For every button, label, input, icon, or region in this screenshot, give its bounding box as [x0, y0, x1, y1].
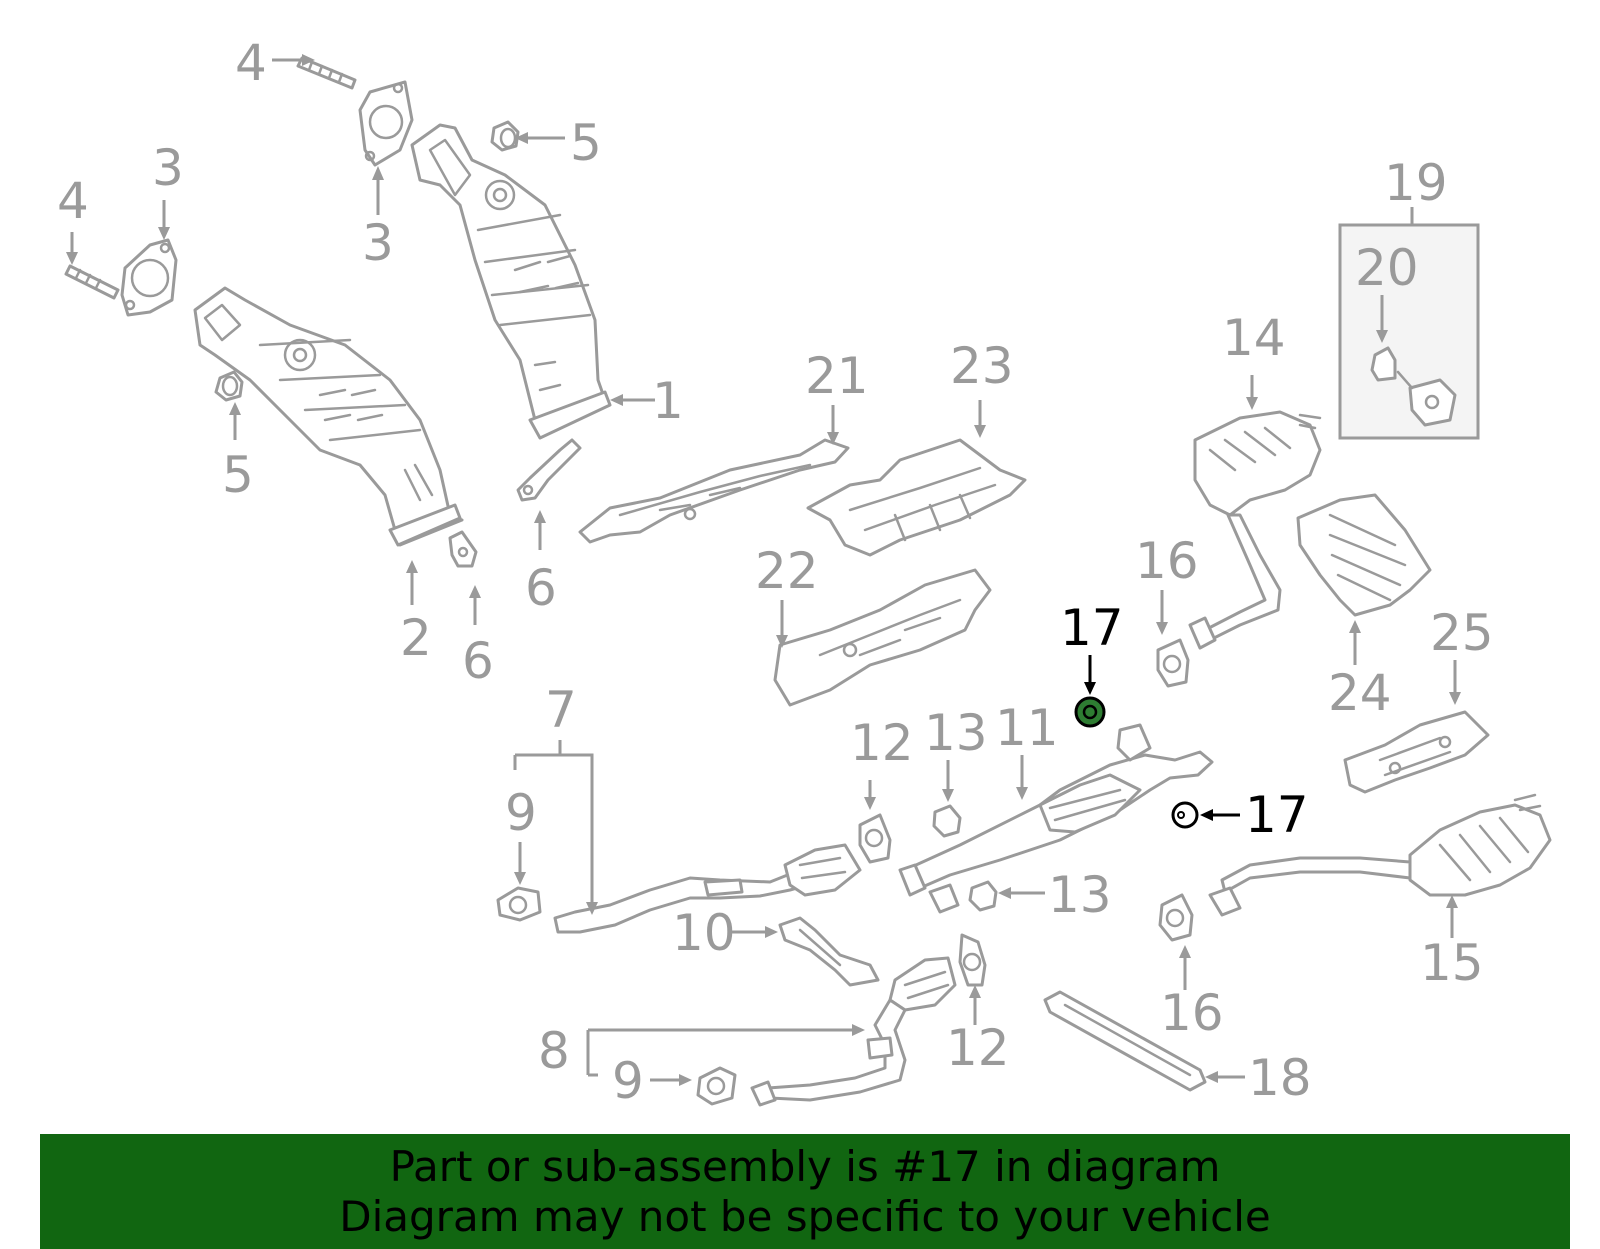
callout-13-upper: 13 [924, 704, 988, 762]
part-heat-shield-25 [1343, 710, 1490, 794]
callout-5-upper: 5 [570, 114, 602, 172]
callout-18: 18 [1248, 1049, 1312, 1107]
part-gasket-3-upper [358, 80, 414, 167]
banner-line-disclaimer: Diagram may not be specific to your vehi… [339, 1191, 1271, 1241]
part-catalytic-converter-2 [193, 286, 464, 547]
callout-2: 2 [400, 609, 432, 667]
leader-lines [66, 54, 1461, 1086]
part-heat-shield-22 [773, 568, 992, 707]
callout-10: 10 [672, 904, 736, 962]
part-bracket-18 [1043, 990, 1207, 1092]
info-banner: Part or sub-assembly is #17 in diagram D… [40, 1134, 1570, 1249]
callout-8: 8 [538, 1022, 570, 1080]
callout-5-left: 5 [222, 446, 254, 504]
callout-14: 14 [1222, 309, 1286, 367]
callout-12-lower: 12 [946, 1019, 1010, 1077]
callout-25: 25 [1430, 604, 1494, 662]
part-catalytic-converter-1 [410, 123, 612, 440]
callout-17-right: 17 [1245, 786, 1309, 844]
part-stud-4-left [64, 264, 120, 300]
callout-7: 7 [545, 681, 577, 739]
part-gasket-12-upper [858, 813, 892, 864]
callout-13-lower: 13 [1048, 866, 1112, 924]
callout-3-left: 3 [152, 139, 184, 197]
part-heat-shield-21 [578, 438, 850, 544]
banner-line-part: Part or sub-assembly is #17 in diagram [389, 1141, 1221, 1191]
callout-11: 11 [995, 699, 1059, 757]
part-insulator-17-highlighted [1074, 696, 1106, 728]
part-hanger-20 [1370, 346, 1457, 427]
part-front-pipe-8 [750, 956, 957, 1107]
callout-16-lower: 16 [1160, 984, 1224, 1042]
part-insulator-17-right [1171, 801, 1199, 829]
part-rear-muffler-15 [1208, 793, 1552, 917]
part-gasket-9-upper [496, 886, 542, 922]
callout-4-left: 4 [57, 172, 89, 230]
callout-3-upper: 3 [362, 214, 394, 272]
callout-12-upper: 12 [850, 714, 914, 772]
callout-16-upper: 16 [1135, 532, 1199, 590]
part-bracket-6-lower [448, 530, 478, 568]
part-bracket-6-upper [516, 438, 582, 502]
callout-6-lower: 6 [462, 632, 494, 690]
callout-19: 19 [1384, 154, 1448, 212]
part-gasket-16-upper [1156, 638, 1190, 688]
callout-24: 24 [1328, 664, 1392, 722]
part-heat-shield-24 [1296, 493, 1432, 617]
part-gasket-16-lower [1158, 893, 1194, 942]
part-nut-13-lower [968, 880, 998, 912]
part-muffler-14 [1188, 410, 1322, 650]
callout-9-upper: 9 [505, 784, 537, 842]
callout-1: 1 [652, 372, 684, 430]
callout-21: 21 [805, 347, 869, 405]
part-nut-5-upper [490, 120, 520, 152]
callout-9-lower: 9 [612, 1052, 644, 1110]
part-nut-13-upper [932, 804, 962, 838]
part-front-pipe-7 [553, 843, 862, 934]
part-gasket-12-lower [958, 933, 987, 987]
part-center-pipe-11 [898, 723, 1214, 914]
callout-17-highlighted: 17 [1060, 599, 1124, 657]
callout-22: 22 [755, 542, 819, 600]
part-gasket-3-left [120, 238, 178, 317]
part-nut-5-left [214, 370, 244, 402]
part-bracket-10 [778, 916, 880, 987]
callout-4-upper: 4 [235, 34, 267, 92]
callout-labels: 4 3 5 4 3 5 1 2 6 6 21 23 14 19 20 22 16… [57, 34, 1494, 1110]
callout-15: 15 [1420, 934, 1484, 992]
part-stud-4-upper [296, 56, 357, 90]
callout-6-upper: 6 [525, 559, 557, 617]
callout-23: 23 [950, 337, 1014, 395]
part-gasket-9-lower [696, 1066, 737, 1106]
part-heat-shield-23 [806, 438, 1027, 557]
callout-20: 20 [1355, 239, 1419, 297]
